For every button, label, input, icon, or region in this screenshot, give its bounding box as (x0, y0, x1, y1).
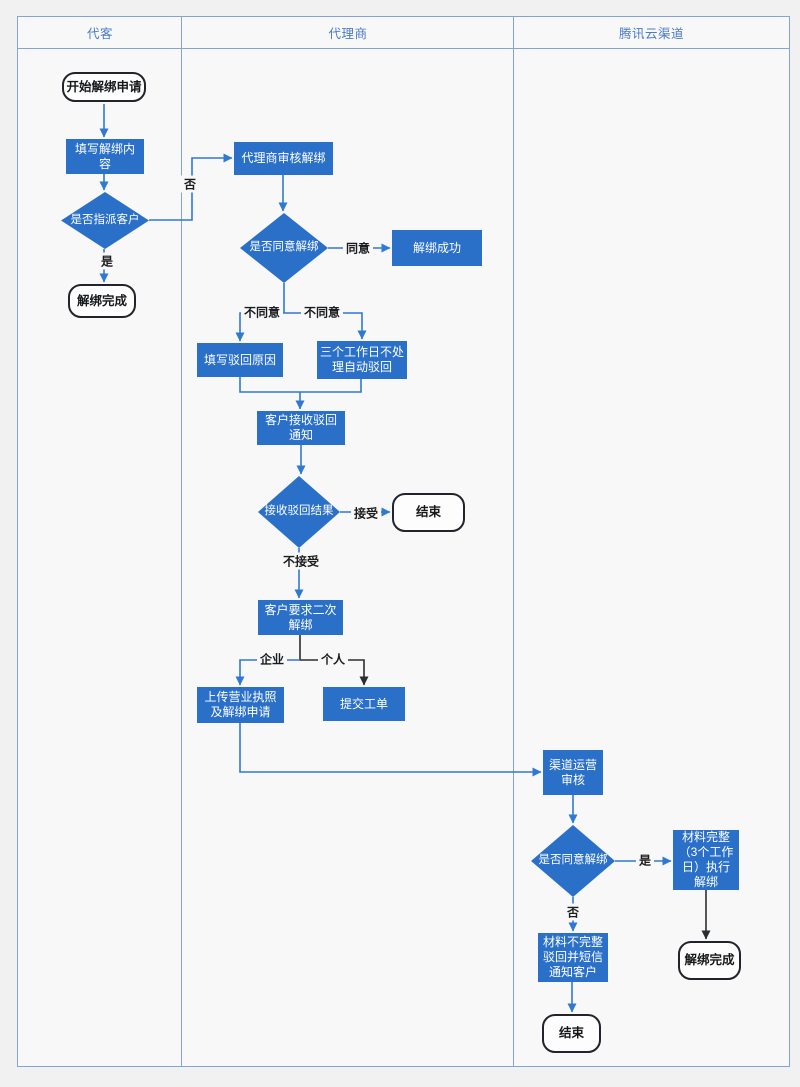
swimlane-table: 代客 代理商 腾讯云渠道 (17, 16, 790, 1067)
lane-header-row: 代客 代理商 腾讯云渠道 (18, 17, 789, 49)
lane-divider-1 (181, 17, 182, 1066)
lane-header-agent: 代理商 (328, 27, 368, 41)
lane-header-daike: 代客 (86, 27, 113, 41)
lane-header-tencent: 腾讯云渠道 (618, 27, 684, 41)
lane-divider-2 (513, 17, 514, 1066)
